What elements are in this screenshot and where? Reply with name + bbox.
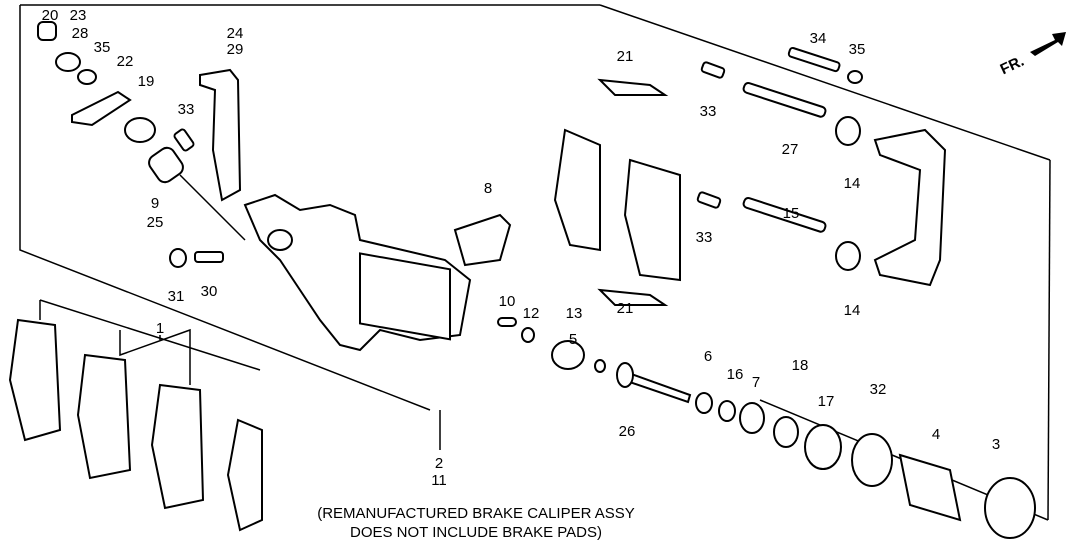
- callout-label: 21: [617, 300, 634, 317]
- callout-label: 3: [992, 436, 1000, 453]
- callout-label: 17: [818, 393, 835, 410]
- caption-line-2: DOES NOT INCLUDE BRAKE PADS): [350, 524, 602, 541]
- callout-label: 18: [792, 357, 809, 374]
- front-direction-arrow: FR.: [998, 32, 1066, 78]
- callout-label: 27: [782, 141, 799, 158]
- callout-label: 29: [227, 41, 244, 58]
- callout-labels: 20 23 28 35 22 19 33 24 29 9 25 31 30 21…: [42, 7, 1001, 489]
- caption-line-1: (REMANUFACTURED BRAKE CALIPER ASSY: [317, 505, 635, 522]
- callout-label: 23: [70, 7, 87, 24]
- callout-label: 25: [147, 214, 164, 231]
- callout-label: 10: [499, 293, 516, 310]
- callout-label: 35: [849, 41, 866, 58]
- bracket-and-pins: [696, 46, 947, 287]
- callout-label: 14: [844, 302, 861, 319]
- callout-label: 28: [72, 25, 89, 42]
- callout-label: 32: [870, 381, 887, 398]
- callout-label: 14: [844, 175, 861, 192]
- callout-label: 19: [138, 73, 155, 90]
- callout-label: 7: [752, 374, 760, 391]
- callout-label: 9: [151, 195, 159, 212]
- small-parts-left: [37, 21, 242, 268]
- callout-label: 21: [617, 48, 634, 65]
- callout-label: 26: [619, 423, 636, 440]
- front-indicator-label: FR.: [998, 53, 1027, 79]
- pads-and-clips: [453, 78, 1036, 539]
- brake-pad-set: [8, 300, 263, 532]
- callout-label: 13: [566, 305, 583, 322]
- callout-label: 4: [932, 426, 940, 443]
- callout-label: 24: [227, 25, 244, 42]
- callout-label: 11: [431, 472, 447, 489]
- caliper-body: [179, 174, 472, 352]
- callout-label: 1: [156, 320, 164, 337]
- callout-label: 33: [700, 103, 717, 120]
- callout-label: 15: [783, 205, 800, 222]
- callout-label: 16: [727, 366, 744, 383]
- callout-label: 34: [810, 30, 827, 47]
- callout-label: 30: [201, 283, 218, 300]
- callout-label: 33: [696, 229, 713, 246]
- callout-label: 22: [117, 53, 134, 70]
- callout-label: 35: [94, 39, 111, 56]
- callout-label: 12: [523, 305, 540, 322]
- callout-label: 8: [484, 180, 492, 197]
- callout-label: 5: [569, 331, 577, 348]
- callout-label: 31: [168, 288, 185, 305]
- callout-label: 2: [435, 455, 443, 472]
- callout-label: 20: [42, 7, 59, 24]
- callout-label: 6: [704, 348, 712, 365]
- callout-label: 33: [178, 101, 195, 118]
